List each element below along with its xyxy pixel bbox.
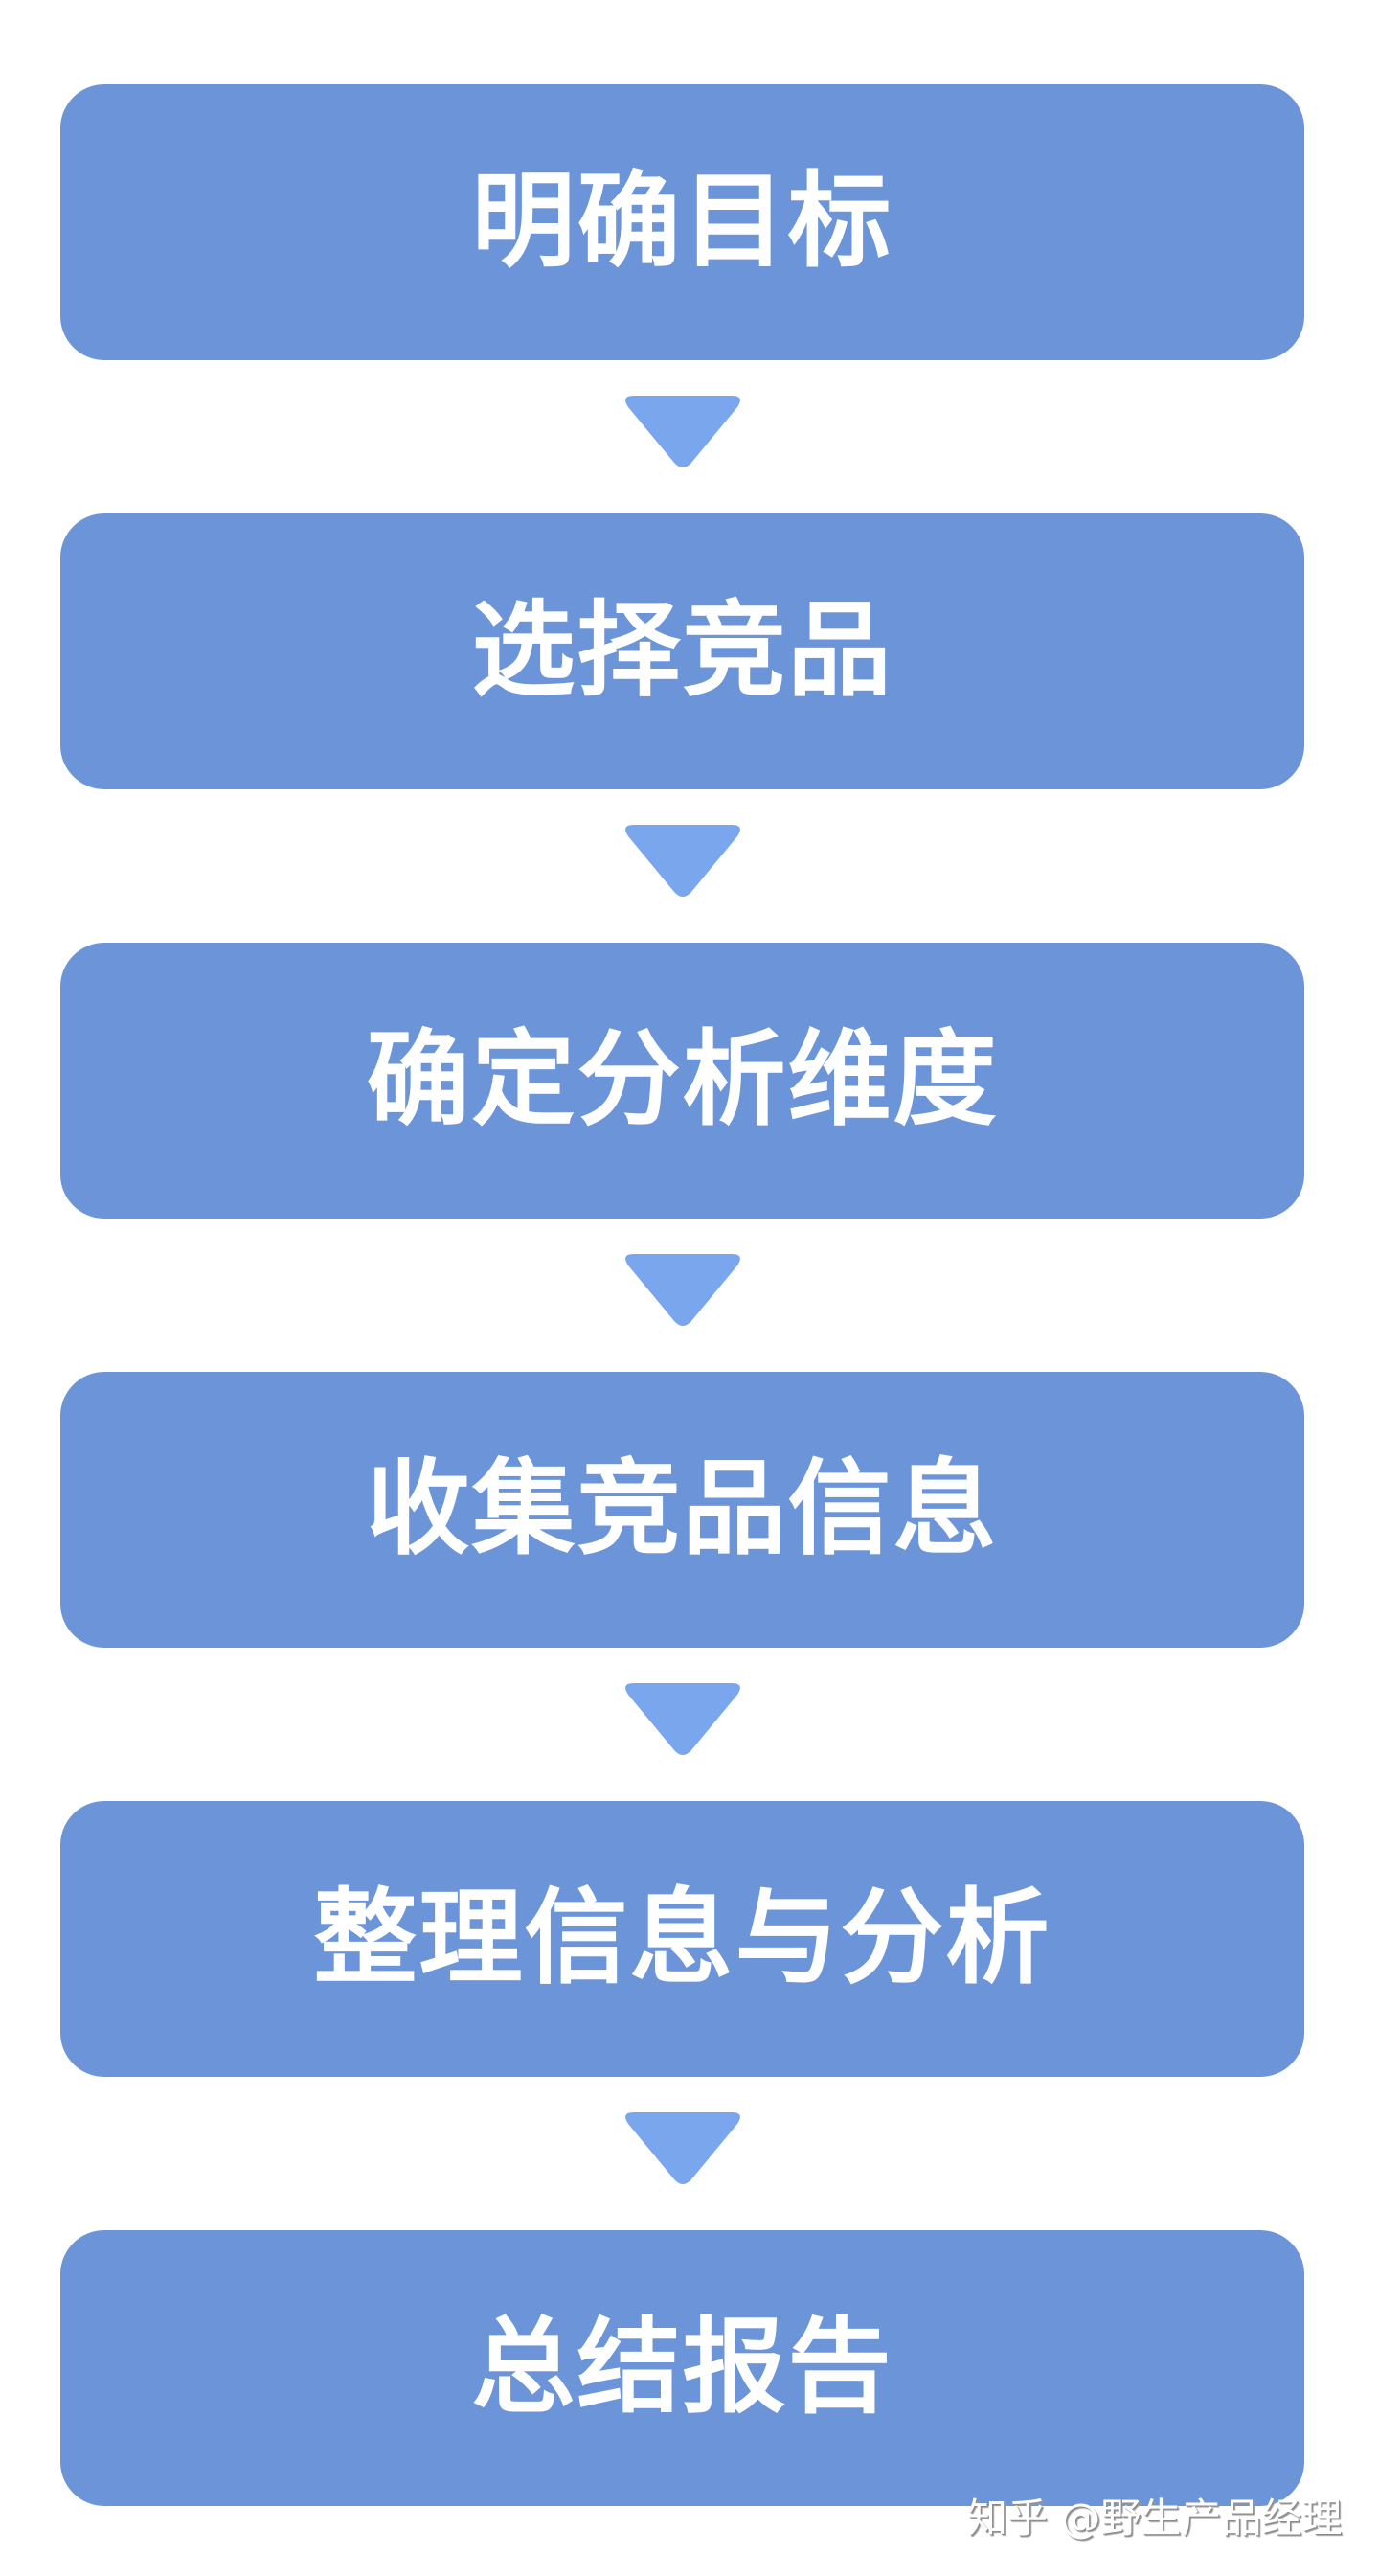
down-triangle-icon xyxy=(621,1254,745,1327)
down-triangle-icon xyxy=(621,396,745,468)
step-label: 总结报告 xyxy=(471,2308,893,2428)
step-label: 选择竞品 xyxy=(471,591,893,711)
step-label: 收集竞品信息 xyxy=(366,1449,999,1569)
step-box-6: 总结报告 xyxy=(60,2230,1304,2506)
step-label: 明确目标 xyxy=(471,162,893,282)
step-box-3: 确定分析维度 xyxy=(60,943,1304,1219)
step-box-1: 明确目标 xyxy=(60,84,1304,360)
step-box-2: 选择竞品 xyxy=(60,513,1304,789)
step-label: 整理信息与分析 xyxy=(313,1879,1051,1998)
step-label: 确定分析维度 xyxy=(366,1020,999,1140)
down-triangle-icon xyxy=(621,1683,745,1756)
watermark: 知乎 @野生产品经理 xyxy=(967,2495,1343,2542)
step-box-4: 收集竞品信息 xyxy=(60,1372,1304,1648)
step-box-5: 整理信息与分析 xyxy=(60,1801,1304,2077)
down-triangle-icon xyxy=(621,2112,745,2185)
down-triangle-icon xyxy=(621,825,745,898)
